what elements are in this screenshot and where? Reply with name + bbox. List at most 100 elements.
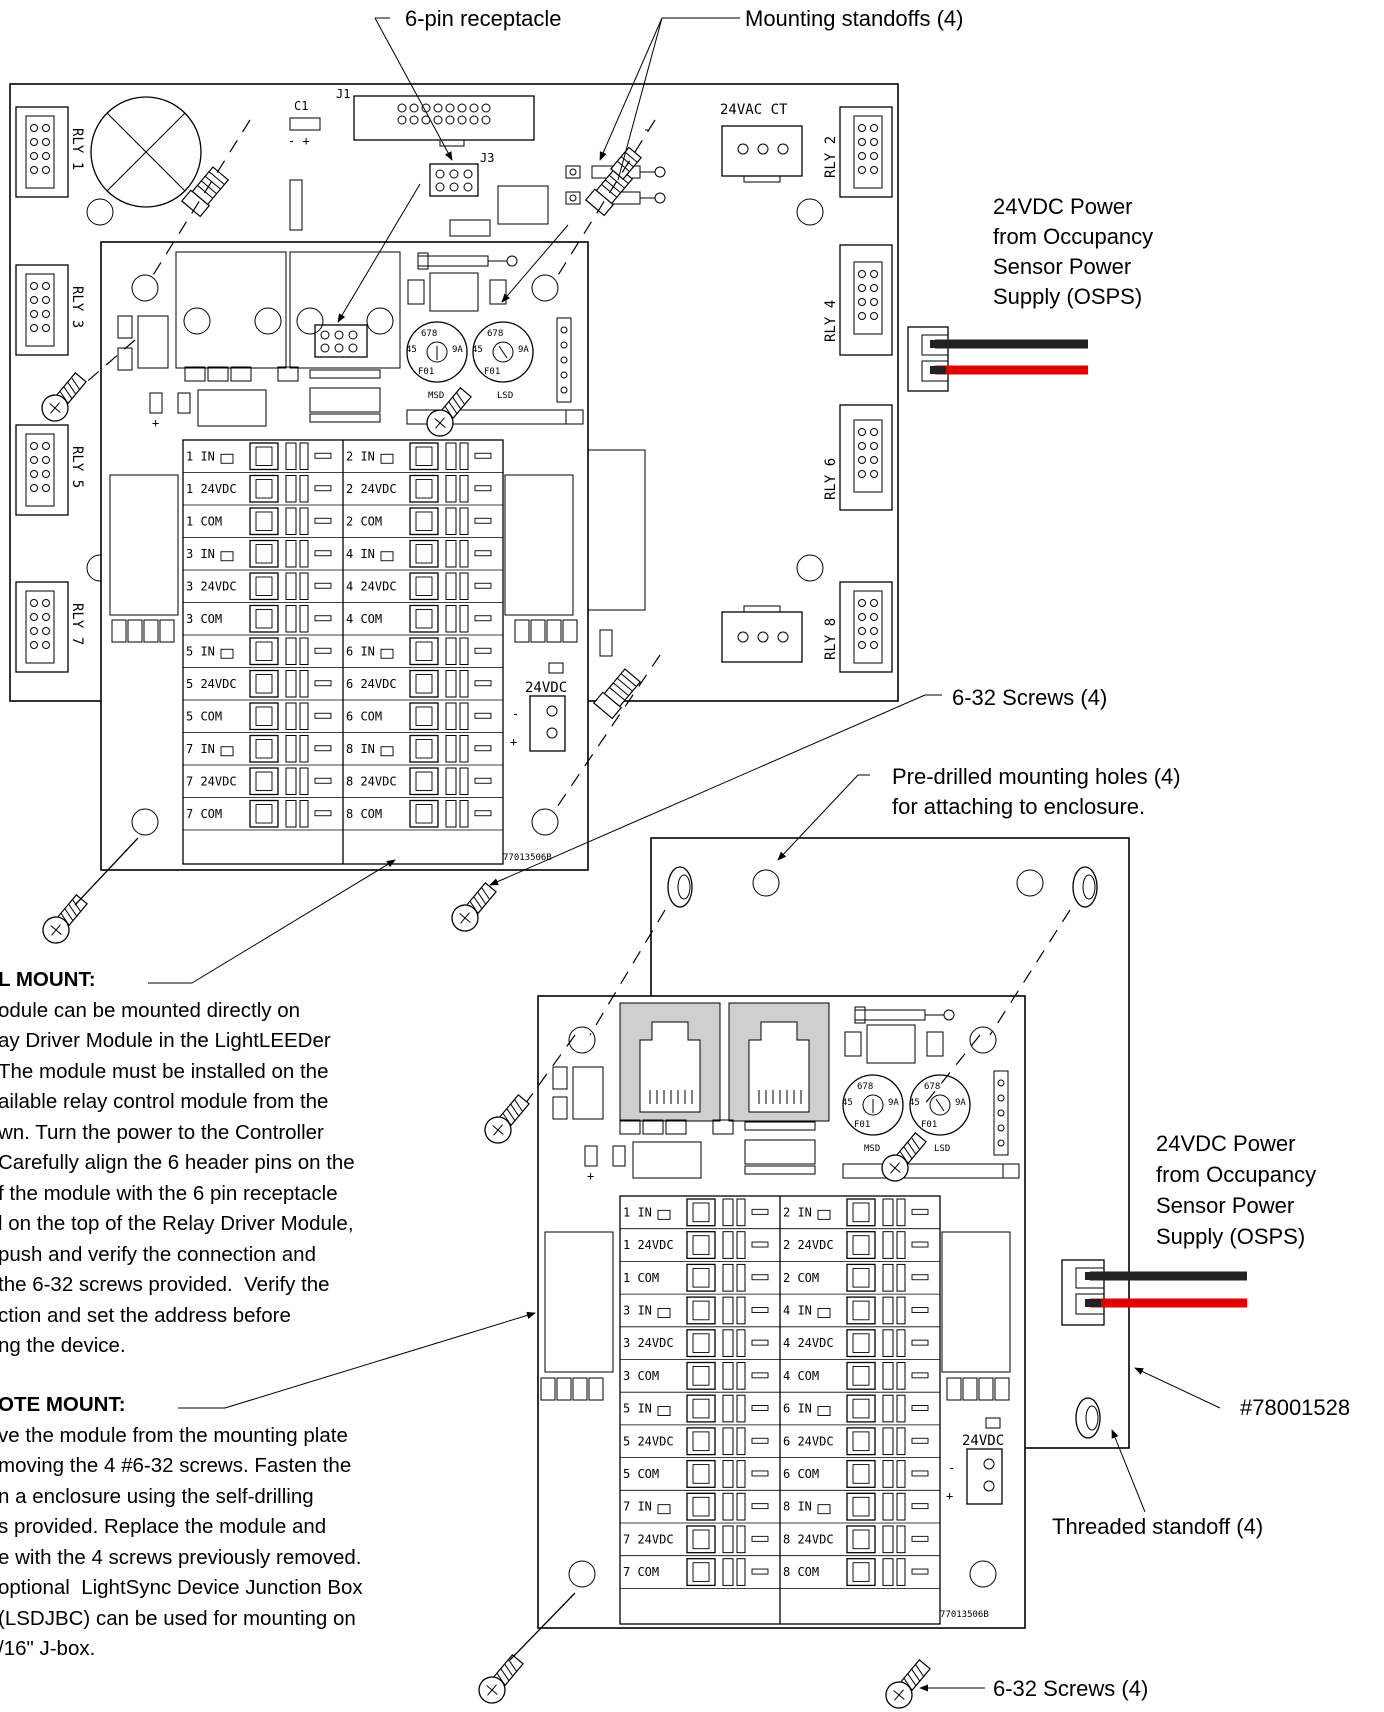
callout-part-number: #78001528 — [1240, 1395, 1350, 1420]
callout-labels: 6-pin receptacle Mounting standoffs (4) … — [405, 6, 1350, 1701]
callout-power-top-1: 24VDC Power — [993, 194, 1132, 219]
terminal-row: 2 IN — [343, 442, 503, 473]
internal-line: Carefully align the 6 header pins on the — [0, 1151, 355, 1174]
module-upper: + 678 45 9A F01 678 45 9A — [100, 241, 589, 871]
terminal-label: 2 COM — [783, 1271, 819, 1285]
remote-line: (LSDJBC) can be used for mounting on — [0, 1606, 356, 1630]
terminal-label: 6 IN — [783, 1402, 812, 1416]
screw-icon — [478, 1654, 524, 1704]
terminal-row: 5 24VDC — [620, 1427, 780, 1458]
c1-polarity: - + — [288, 134, 310, 148]
terminal-label: 7 24VDC — [623, 1532, 674, 1546]
relay-connector-5: RLY 5 — [15, 424, 85, 516]
callout-screws-bottom: 6-32 Screws (4) — [993, 1676, 1148, 1701]
rly-4-label: RLY 4 — [823, 300, 839, 342]
j1-pins — [397, 103, 491, 125]
internal-mount-text: L MOUNT: odule can be mounted directly o… — [0, 965, 355, 1362]
terminal-label: 2 IN — [783, 1205, 812, 1219]
address-dial-lsd[interactable]: 678 45 9A F01 — [472, 321, 534, 383]
callout-standoffs: Mounting standoffs (4) — [745, 6, 964, 31]
screw-icon — [885, 1659, 931, 1709]
relay-connectors: RLY 1 RLY 3 RLY 5 RLY 7 RLY 2 RLY 4 — [15, 106, 893, 673]
terminal-label: 2 24VDC — [783, 1238, 834, 1252]
internal-line: l on the top of the Relay Driver Module, — [0, 1212, 354, 1235]
screw-icon — [41, 372, 87, 422]
module-upper-serial: 77013506B — [503, 853, 552, 863]
remote-mount-title: OTE MOUNT: — [0, 1393, 126, 1416]
terminal-label: 2 COM — [346, 514, 382, 528]
rly-7-label: RLY 7 — [69, 603, 85, 645]
six-pin-receptacle — [429, 163, 479, 197]
callout-power-top-3: Sensor Power — [993, 254, 1131, 279]
terminal-label: 6 COM — [783, 1467, 819, 1481]
power-connector-bottom — [1061, 1259, 1247, 1326]
internal-line: push and verify the connection and — [0, 1242, 316, 1266]
terminal-label: 8 24VDC — [346, 774, 397, 788]
rly-1-label: RLY 1 — [69, 128, 85, 170]
svg-text:+: + — [152, 416, 159, 430]
address-dial-lsd-lower[interactable]: 678 45 9A F01 — [909, 1074, 971, 1136]
terminal-label: 6 24VDC — [346, 677, 397, 691]
terminal-row: 7 COM — [183, 799, 343, 831]
internal-line: the 6-32 screws provided. Verify the — [0, 1273, 330, 1296]
terminal-label: 3 COM — [186, 612, 222, 626]
svg-text:45: 45 — [406, 345, 417, 355]
callout-power-bottom-3: Sensor Power — [1156, 1193, 1294, 1218]
terminal-label: 2 24VDC — [346, 482, 397, 496]
terminal-label: 6 IN — [346, 644, 375, 658]
remote-line: moving the 4 #6-32 screws. Fasten the — [0, 1454, 352, 1477]
terminal-row: 3 24VDC — [183, 572, 343, 603]
terminal-label: 8 24VDC — [783, 1532, 834, 1546]
j3-label: J3 — [480, 151, 494, 165]
screw-icon — [484, 1094, 530, 1144]
terminal-screw[interactable] — [686, 1394, 716, 1423]
terminal-label: 8 COM — [346, 807, 382, 821]
terminal-label: 3 COM — [623, 1369, 659, 1383]
lsd-label-lower: LSD — [934, 1144, 950, 1154]
terminal-row: 7 IN — [620, 1492, 780, 1524]
ac-label: 24VAC CT — [720, 102, 788, 118]
callout-six-pin: 6-pin receptacle — [405, 6, 562, 31]
terminal-label: 5 COM — [186, 709, 222, 723]
rj45-jack-2 — [728, 1002, 830, 1122]
terminal-row: 3 IN — [620, 1296, 780, 1328]
internal-line: odule can be mounted directly on — [0, 998, 301, 1022]
j1-label: J1 — [336, 87, 350, 101]
svg-text:+: + — [946, 1489, 953, 1503]
svg-text:678: 678 — [857, 1082, 873, 1092]
threaded-standoff-icon — [667, 866, 1101, 1439]
svg-text:9A: 9A — [888, 1098, 899, 1108]
remote-line: s provided. Replace the module and — [0, 1515, 327, 1538]
terminal-row: 4 IN — [343, 539, 503, 571]
terminal-label: 4 COM — [783, 1369, 819, 1383]
svg-text:+: + — [587, 1169, 594, 1183]
terminal-label: 7 IN — [186, 742, 215, 756]
terminal-row: 1 COM — [620, 1263, 780, 1295]
terminal-label: 8 IN — [346, 742, 375, 756]
rj45-jack-1 — [619, 1002, 721, 1122]
msd-label-lower: MSD — [864, 1144, 880, 1154]
terminal-row: 2 24VDC — [780, 1231, 940, 1262]
svg-text:45: 45 — [472, 345, 483, 355]
terminal-row: 3 24VDC — [620, 1329, 780, 1360]
terminal-row: 5 IN — [620, 1394, 780, 1426]
rly-6-label: RLY 6 — [823, 458, 839, 500]
terminal-label: 5 24VDC — [623, 1434, 674, 1448]
address-dial-msd-lower[interactable]: 678 45 9A F01 — [842, 1074, 904, 1136]
callout-power-bottom-4: Supply (OSPS) — [1156, 1224, 1305, 1249]
remote-line: n a enclosure using the self-drilling — [0, 1484, 314, 1508]
callout-threaded: Threaded standoff (4) — [1052, 1514, 1263, 1539]
callout-holes-2: for attaching to enclosure. — [892, 794, 1145, 819]
svg-text:-: - — [948, 1461, 955, 1475]
internal-line: wn. Turn the power to the Controller — [0, 1120, 324, 1144]
address-dial-msd[interactable]: 678 45 9A F01 — [406, 321, 468, 383]
terminal-label: 1 IN — [623, 1205, 652, 1219]
terminal-row: 2 IN — [780, 1198, 940, 1230]
internal-line: ction and set the address before — [0, 1303, 291, 1327]
terminal-row: 8 COM — [343, 799, 503, 831]
svg-text:9A: 9A — [518, 345, 529, 355]
relay-connector-2: RLY 2 — [823, 106, 893, 198]
callout-power-bottom-1: 24VDC Power — [1156, 1131, 1295, 1156]
c1-label: C1 — [294, 99, 308, 113]
